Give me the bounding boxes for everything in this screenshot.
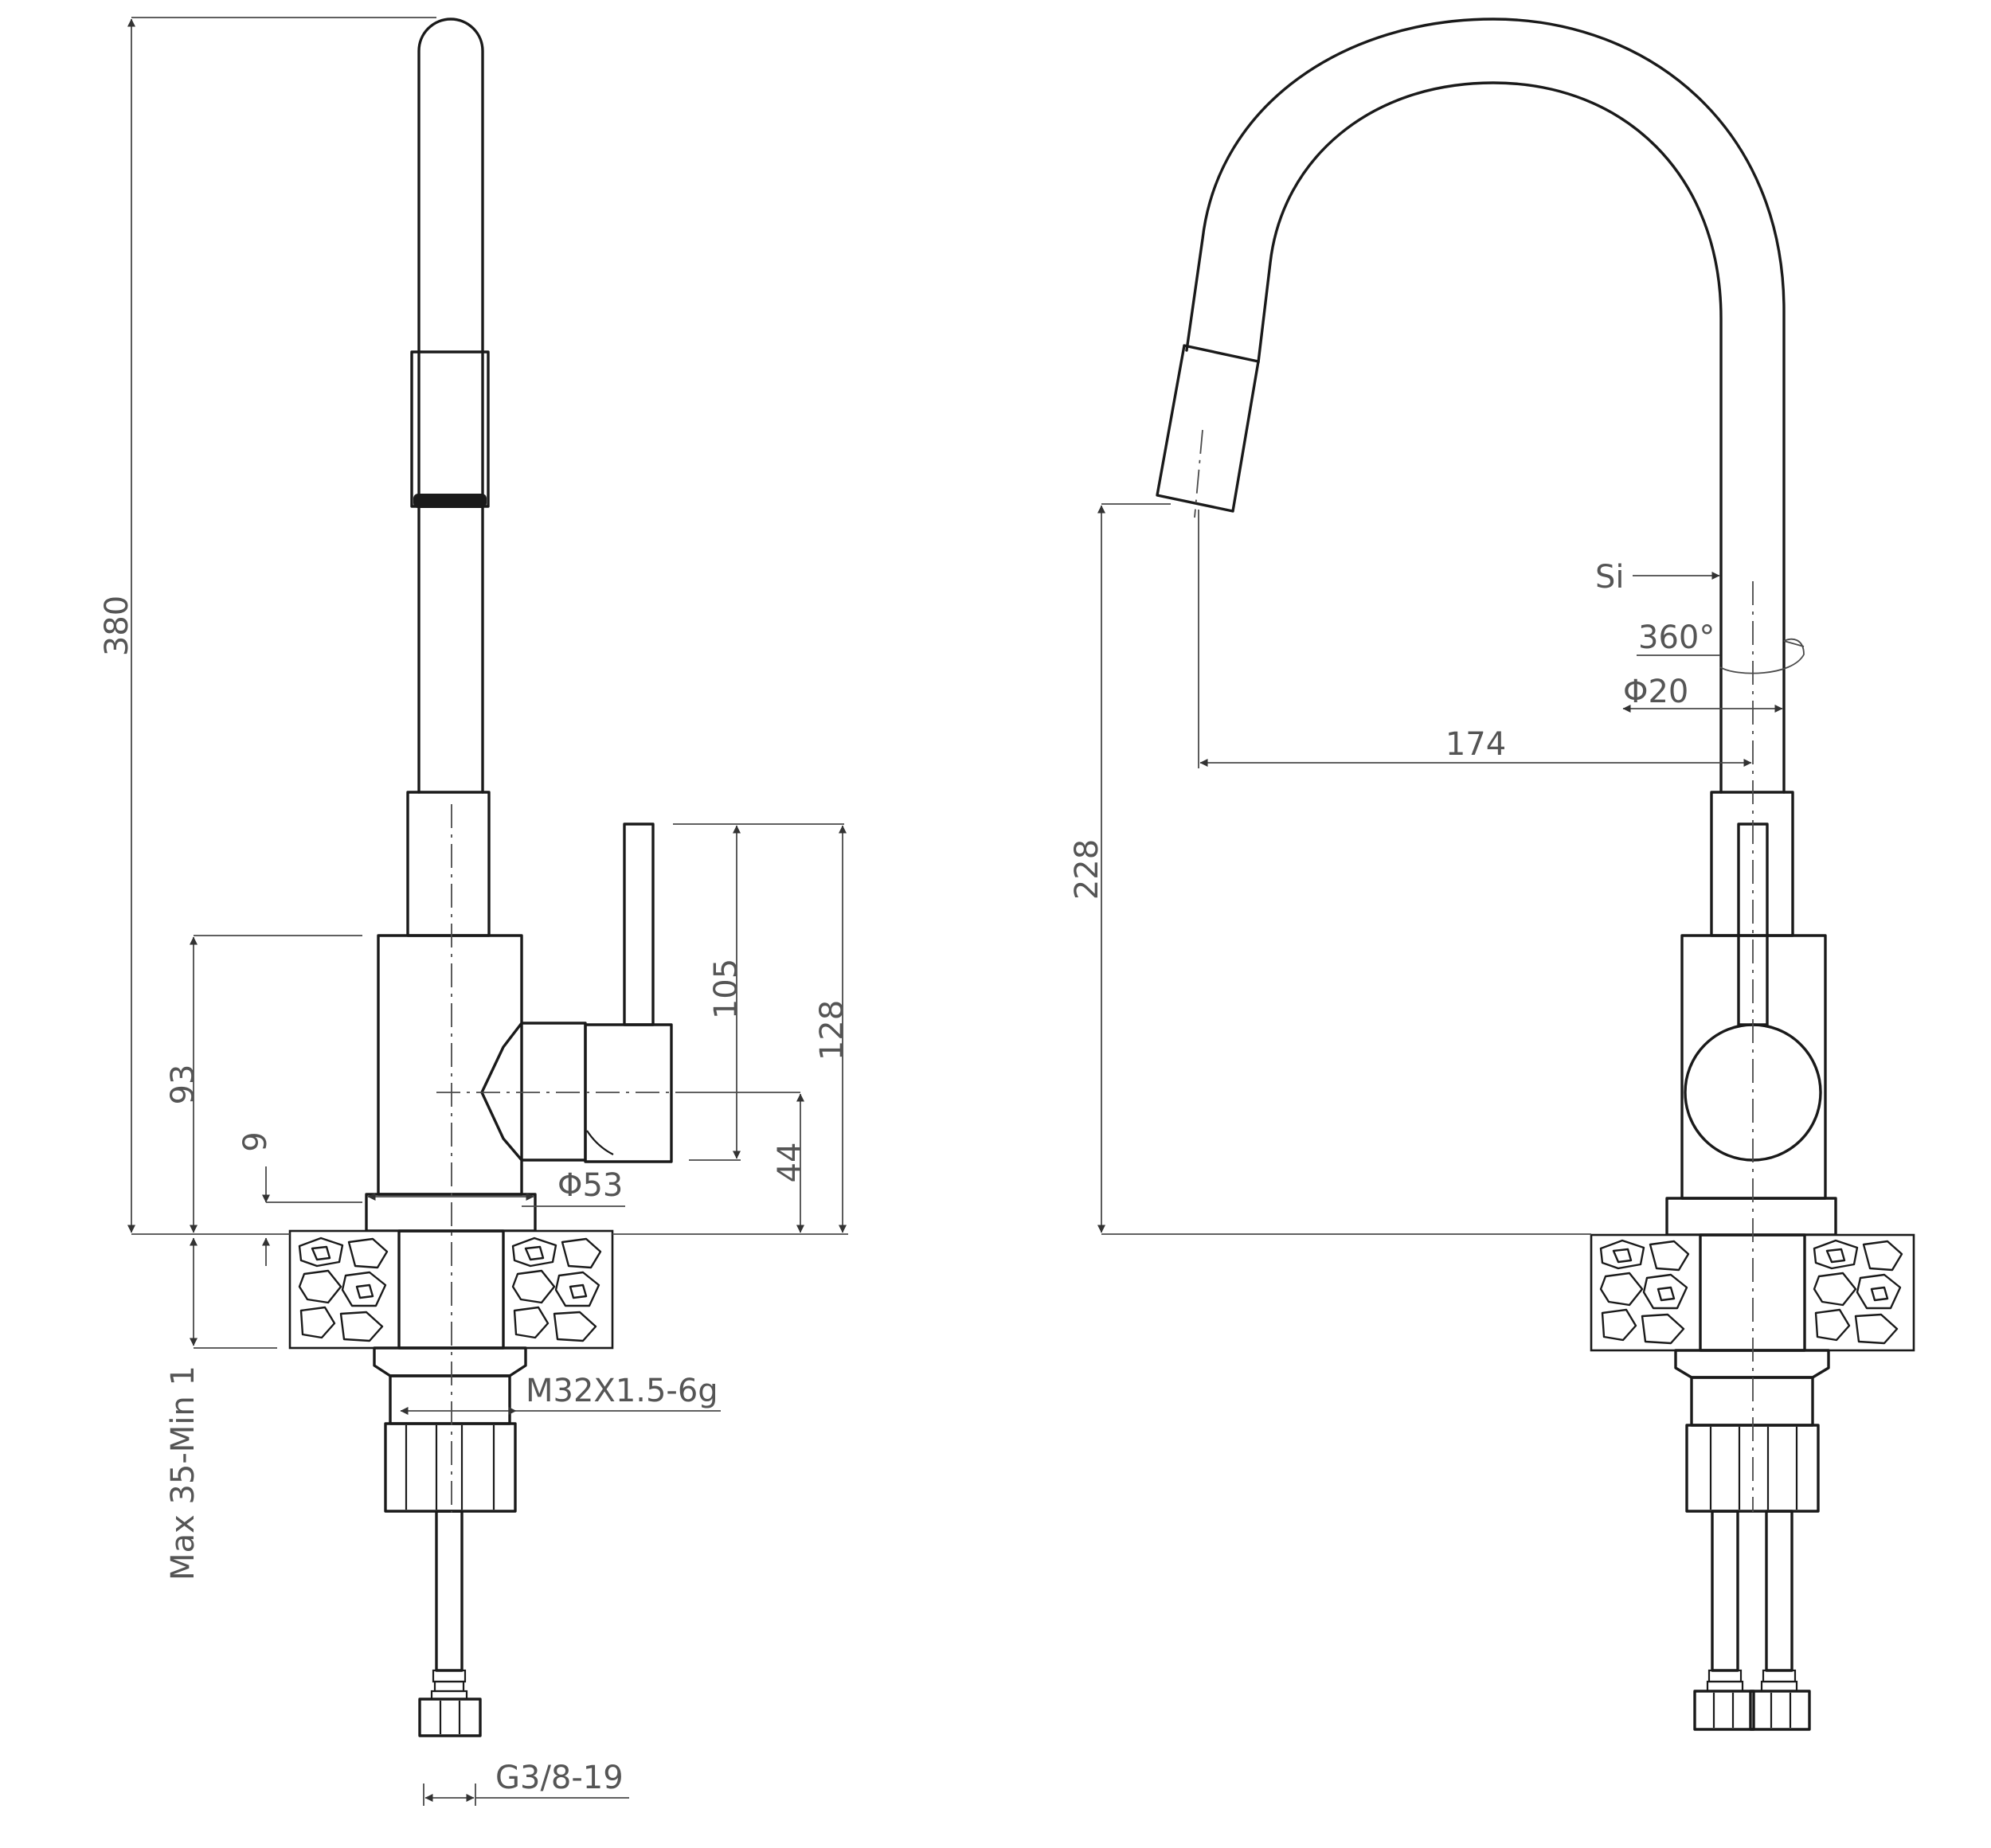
front-shank <box>1699 1233 1806 1352</box>
front-nut-flange <box>1674 1349 1830 1379</box>
supply-hose <box>435 1510 464 1672</box>
front-base-flange <box>1665 1197 1837 1237</box>
body <box>377 934 523 1196</box>
shank-lower <box>389 1374 511 1425</box>
dim-380: 380 <box>99 596 135 656</box>
front-hose-nut-left <box>1693 1690 1755 1731</box>
base-flange <box>365 1193 537 1233</box>
front-view: 228 174 Si 360° Φ20 <box>1069 18 1915 1731</box>
neck <box>406 791 491 937</box>
pull-out-head <box>1156 344 1260 513</box>
hose-connector-nut <box>418 1698 482 1737</box>
front-neck <box>1710 791 1794 937</box>
dim-phi20: Φ20 <box>1623 674 1688 710</box>
handle-joint <box>586 1130 614 1155</box>
dim-105: 105 <box>708 959 745 1019</box>
front-hose-nut-right <box>1749 1690 1811 1731</box>
front-hose-left <box>1711 1510 1739 1672</box>
gooseneck-inner <box>1257 81 1723 794</box>
dim-hose: G3/8-19 <box>495 1760 624 1796</box>
dim-128: 128 <box>814 1000 851 1061</box>
aerator-outlet <box>413 494 487 508</box>
gooseneck-outer <box>1185 18 1786 794</box>
spout-tube <box>417 18 484 794</box>
dim-93: 93 <box>165 1065 201 1105</box>
side-view: 380 93 9 Max 35-Min 1 105 44 128 Φ53 M32… <box>99 17 851 1806</box>
handle-lever-base <box>584 1023 673 1163</box>
handle-cartridge <box>480 1022 587 1162</box>
dim-9: 9 <box>237 1131 274 1151</box>
front-shank-lower <box>1690 1376 1814 1427</box>
dim-si: Si <box>1595 559 1625 596</box>
dim-thread: M32X1.5-6g <box>526 1373 718 1409</box>
dim-44: 44 <box>772 1143 808 1183</box>
dim-174: 174 <box>1445 726 1506 763</box>
fixing-nut <box>384 1422 517 1513</box>
handle-lever <box>623 822 655 1026</box>
dim-counter-thickness: Max 35-Min 1 <box>165 1365 201 1580</box>
dim-phi53: Φ53 <box>557 1167 623 1204</box>
nut-flange <box>373 1346 527 1377</box>
dim-228: 228 <box>1069 839 1105 900</box>
aerator-sleeve <box>410 350 490 508</box>
front-hose-right <box>1765 1510 1793 1672</box>
dim-360: 360° <box>1638 619 1715 656</box>
